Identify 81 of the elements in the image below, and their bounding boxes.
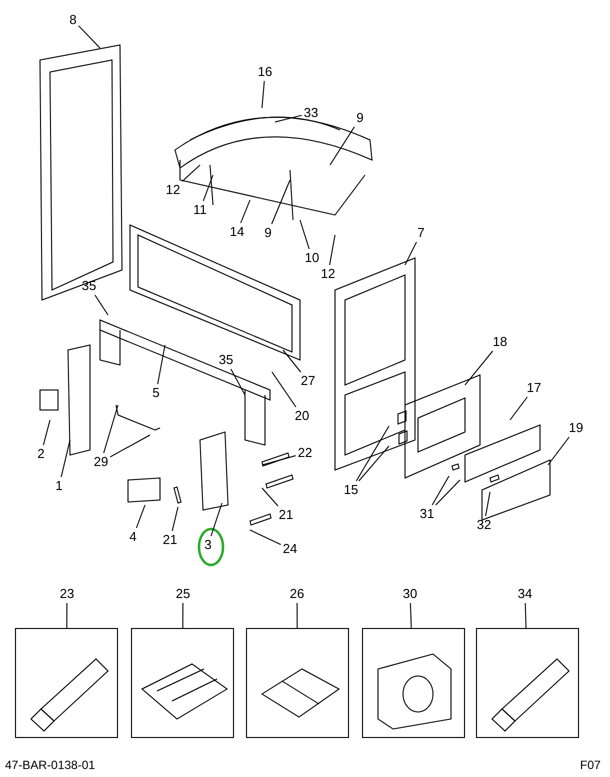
callout-number: 27	[300, 374, 316, 388]
leader-line	[548, 436, 570, 466]
part-frame	[246, 628, 349, 738]
callout-number: 34	[518, 587, 532, 601]
leader-line	[157, 344, 166, 384]
leader-line	[42, 420, 50, 446]
leader-line	[240, 200, 250, 224]
leader-line	[262, 80, 265, 108]
callout-number: 21	[162, 533, 178, 547]
callout-number: 24	[282, 542, 298, 556]
leader-line	[329, 234, 336, 266]
leader-line	[485, 492, 490, 516]
callout-number: 14	[230, 225, 244, 239]
callout-number: 9	[356, 111, 364, 125]
leader-line	[282, 350, 302, 372]
leader-line	[60, 440, 70, 478]
leader-line	[66, 602, 68, 628]
leader-line	[296, 602, 298, 628]
callout-number: 19	[568, 421, 584, 435]
callout-number: 21	[278, 508, 294, 522]
leader-line	[524, 602, 526, 628]
leader-line	[103, 404, 118, 454]
leader-line	[432, 476, 450, 506]
callout-number: 16	[258, 65, 272, 79]
part-frame	[476, 628, 579, 738]
part-frame	[15, 628, 118, 738]
callout-number: 20	[294, 409, 310, 423]
callout-number: 25	[176, 587, 190, 601]
callout-number: 29	[94, 455, 108, 469]
leader-line	[271, 180, 290, 224]
callout-number: 32	[476, 518, 492, 532]
callout-number: 3	[204, 538, 212, 552]
leader-line	[464, 350, 494, 386]
leader-line	[202, 174, 214, 202]
part-frame	[362, 628, 465, 738]
leader-line	[358, 446, 390, 482]
leader-line	[110, 434, 150, 458]
leader-line	[272, 372, 296, 408]
callout-number: 12	[320, 267, 336, 281]
callout-number: 33	[304, 106, 318, 120]
callout-number: 4	[129, 530, 137, 544]
callout-number: 10	[304, 251, 320, 265]
leader-line	[330, 126, 355, 166]
leader-line	[172, 506, 178, 532]
leader-line	[435, 480, 460, 506]
leader-line	[78, 25, 100, 48]
leader-line	[356, 426, 390, 482]
leader-line	[300, 220, 310, 250]
callout-number: 15	[344, 483, 358, 497]
callout-number: 2	[37, 447, 45, 461]
leader-line	[274, 114, 302, 122]
leader-line	[182, 602, 184, 628]
callout-number: 23	[60, 587, 74, 601]
drawing-number: 47-BAR-0138-01	[5, 758, 96, 772]
callout-number: 5	[152, 386, 160, 400]
callout-number: 17	[526, 381, 542, 395]
leader-line	[262, 455, 296, 466]
leader-line	[136, 504, 146, 528]
leader-line	[404, 242, 417, 266]
sheet-code: F07	[580, 758, 601, 772]
callout-number: 31	[420, 507, 434, 521]
callout-number: 18	[492, 335, 508, 349]
callout-number: 12	[166, 183, 180, 197]
callout-number: 26	[290, 587, 304, 601]
leader-line	[94, 294, 108, 316]
callout-number: 30	[402, 587, 418, 601]
leader-line	[230, 368, 246, 396]
callout-number: 11	[193, 203, 207, 217]
callout-number: 22	[298, 446, 312, 460]
callout-number: 1	[55, 479, 63, 493]
callout-number: 35	[218, 353, 234, 367]
leader-line	[410, 602, 412, 628]
callout-number: 8	[69, 13, 77, 27]
leader-line	[262, 488, 278, 506]
leader-line	[510, 396, 528, 420]
part-frame	[131, 628, 234, 738]
leader-line	[182, 164, 200, 182]
callout-number: 7	[417, 226, 425, 240]
leader-line	[250, 530, 282, 546]
leader-line	[210, 502, 222, 536]
callout-number: 9	[264, 226, 272, 240]
